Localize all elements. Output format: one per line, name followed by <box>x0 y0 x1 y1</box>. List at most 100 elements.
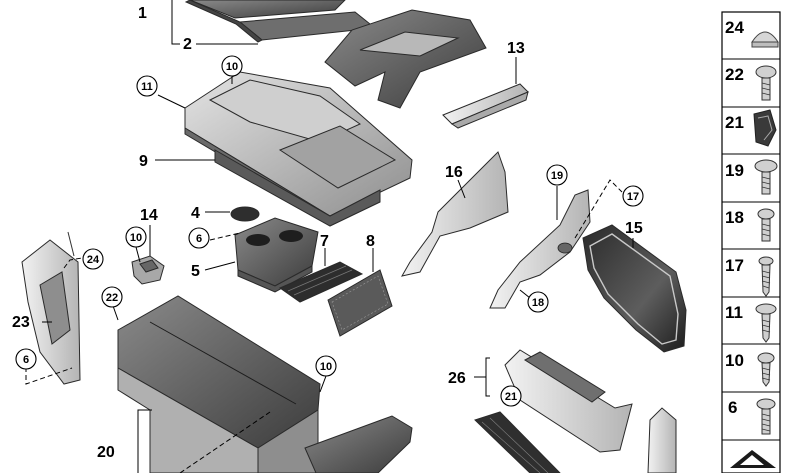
countersunk-screw-icon <box>758 256 774 297</box>
legend-num-24: 24 <box>725 18 744 37</box>
leader-5 <box>204 261 236 271</box>
callout-10c: 10 <box>315 355 337 377</box>
mat-part <box>278 261 364 303</box>
grid-mat-part <box>327 269 393 337</box>
legend-row-17: 17 <box>725 256 774 297</box>
legend-num-19: 19 <box>725 161 744 180</box>
legend-row-6: 6 <box>728 398 776 435</box>
leader-17 <box>574 179 623 239</box>
callout-16: 16 <box>445 164 463 181</box>
legend-num-11: 11 <box>725 303 743 322</box>
legend-num-18: 18 <box>725 208 744 227</box>
callout-21: 21 <box>500 385 522 407</box>
leader-20 <box>137 409 152 473</box>
callout-2: 2 <box>183 36 192 53</box>
svg-text:21: 21 <box>505 391 517 403</box>
callout-11: 11 <box>136 75 158 97</box>
callout-6a: 6 <box>188 227 210 249</box>
leader-1-2 <box>171 0 180 45</box>
svg-text:19: 19 <box>551 170 563 182</box>
callout-18: 18 <box>527 291 549 313</box>
flange-screw-icon <box>754 159 778 195</box>
callout-26: 26 <box>448 370 466 387</box>
callout-9: 9 <box>139 153 148 170</box>
mirror-part <box>582 224 687 353</box>
legend-num-21: 21 <box>725 113 744 132</box>
svg-text:11: 11 <box>141 81 153 93</box>
legend-num-17: 17 <box>725 256 744 275</box>
legend-num-22: 22 <box>725 65 744 84</box>
mirror-bracket-part <box>489 189 591 309</box>
coin-dish-part <box>230 206 260 222</box>
callout-10a: 10 <box>221 55 243 77</box>
svg-text:6: 6 <box>23 354 29 366</box>
callout-19: 19 <box>546 164 568 186</box>
callout-7: 7 <box>320 233 329 250</box>
clip-nut-icon <box>753 109 777 147</box>
callout-15: 15 <box>625 220 643 237</box>
svg-text:17: 17 <box>627 191 639 203</box>
leader-26-bracket <box>485 357 490 397</box>
legend-row-19: 19 <box>725 159 778 195</box>
callout-10b: 10 <box>125 226 147 248</box>
legend-row-18: 18 <box>725 208 775 242</box>
callout-23: 23 <box>12 314 30 331</box>
leader-18 <box>519 289 531 299</box>
console-frame-part <box>184 71 413 227</box>
svg-text:10: 10 <box>130 232 142 244</box>
svg-text:10: 10 <box>320 361 332 373</box>
callout-13: 13 <box>507 40 525 57</box>
leader-6b <box>25 367 73 385</box>
callout-14: 14 <box>140 207 158 224</box>
legend-row-21: 21 <box>725 109 777 147</box>
callout-5: 5 <box>191 263 200 280</box>
lower-lid-part <box>304 415 413 473</box>
callout-6b: 6 <box>15 348 37 370</box>
leader-armrest-dash <box>179 411 271 473</box>
long-screw-icon <box>755 303 777 343</box>
storage-tray-part <box>504 349 633 453</box>
callout-17: 17 <box>622 185 644 207</box>
armrest-part <box>117 295 321 473</box>
floor-mat-part <box>474 411 561 473</box>
screw-icon <box>755 65 777 101</box>
callout-20: 20 <box>97 444 115 461</box>
bezel-part <box>324 9 487 109</box>
leader-6a <box>209 232 241 241</box>
callout-24: 24 <box>82 248 104 270</box>
legend-num-6: 6 <box>728 398 737 417</box>
leader-10c <box>319 375 327 393</box>
legend-row-22: 22 <box>725 65 777 101</box>
callout-8: 8 <box>366 233 375 250</box>
bracket-part <box>401 151 509 277</box>
legend-num-10: 10 <box>725 351 744 370</box>
leader-10b <box>135 246 141 263</box>
svg-text:24: 24 <box>87 254 100 266</box>
lid-panels-part <box>184 0 377 43</box>
legend-row-10: 10 <box>725 351 775 387</box>
svg-text:18: 18 <box>532 297 544 309</box>
side-trim-part <box>647 407 677 473</box>
trim-strip-part <box>442 83 529 129</box>
arrow-icon <box>730 450 776 468</box>
svg-text:22: 22 <box>106 292 118 304</box>
side-bracket-part <box>21 231 81 385</box>
torx-screw-icon <box>756 398 776 435</box>
leader-11 <box>157 94 186 109</box>
clip-part <box>131 255 165 285</box>
legend-row-11: 11 <box>725 303 777 343</box>
leader-24 <box>63 257 83 269</box>
legend-row-24: 24 <box>725 18 779 48</box>
fastener-legend: 24 22 21 19 <box>721 11 781 473</box>
pan-screw-icon <box>757 208 775 242</box>
cap-icon <box>751 31 779 48</box>
callout-22: 22 <box>101 286 123 308</box>
cup-holder-part <box>234 217 319 293</box>
svg-text:6: 6 <box>196 233 202 245</box>
leader-16 <box>457 179 466 199</box>
callout-1: 1 <box>138 5 147 22</box>
short-screw-icon <box>757 352 775 387</box>
svg-text:10: 10 <box>226 61 238 73</box>
callout-4: 4 <box>191 205 200 222</box>
